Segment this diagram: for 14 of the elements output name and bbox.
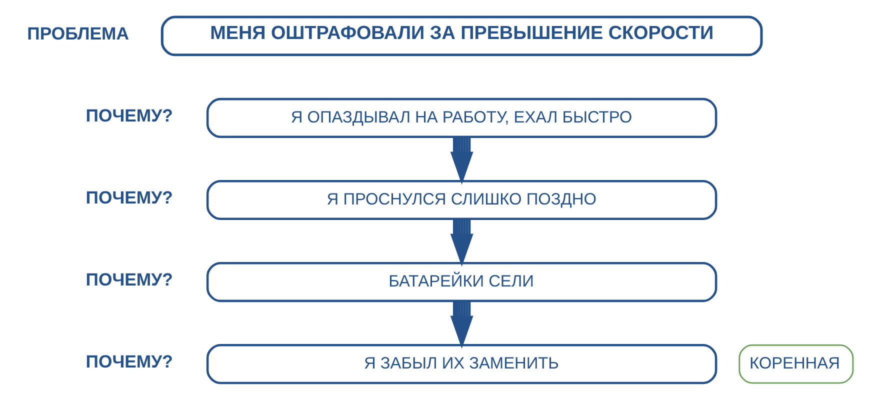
arrow xyxy=(450,137,474,185)
node-box: Я ОПАЗДЫВАЛ НА РАБОТУ, ЕХАЛ БЫСТРО xyxy=(206,98,718,138)
node-box: Я ПРОСНУЛСЯ СЛИШКО ПОЗДНО xyxy=(206,180,718,220)
node-box: МЕНЯ ОШТРАФОВАЛИ ЗА ПРЕВЫШЕНИЕ СКОРОСТИ xyxy=(160,16,763,56)
node-label: ПОЧЕМУ? xyxy=(86,187,173,208)
node-label: ПОЧЕМУ? xyxy=(86,105,173,126)
arrow xyxy=(450,219,474,267)
node-box: КОРЕННАЯ xyxy=(738,344,854,384)
node-box: БАТАРЕЙКИ СЕЛИ xyxy=(206,262,718,302)
node-box: Я ЗАБЫЛ ИХ ЗАМЕНИТЬ xyxy=(206,344,718,384)
node-label: ПОЧЕМУ? xyxy=(86,351,173,372)
node-label: ПРОБЛЕМА xyxy=(27,23,129,44)
node-label: ПОЧЕМУ? xyxy=(86,269,173,290)
arrow xyxy=(450,301,474,349)
